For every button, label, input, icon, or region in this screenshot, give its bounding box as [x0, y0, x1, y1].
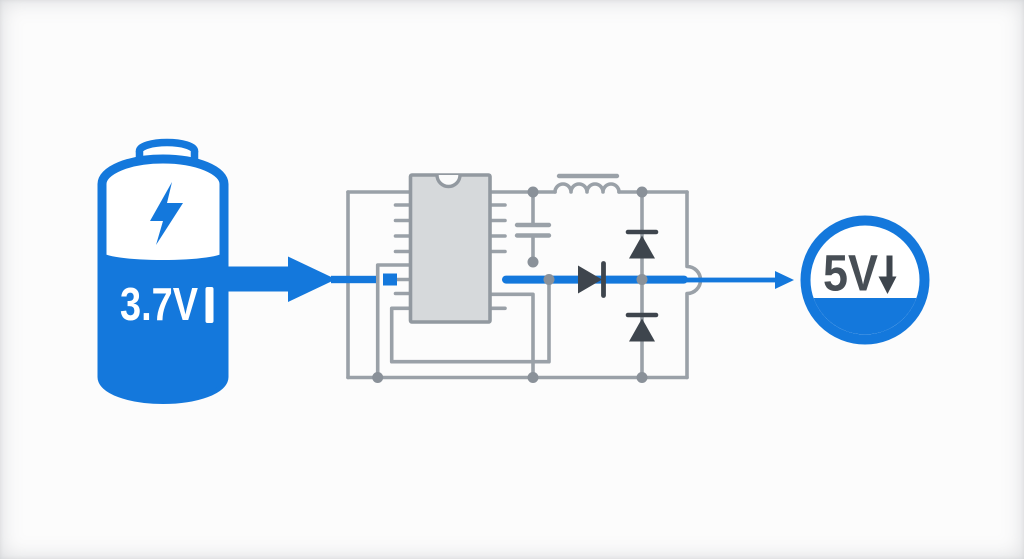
inductor-coil [553, 182, 621, 194]
junction-dot [636, 186, 648, 198]
output-wire-thin [687, 277, 777, 283]
diodes [578, 229, 659, 342]
ic-chip-notch [435, 174, 462, 189]
power-flow: 3.7V [97, 138, 794, 404]
shunt-diode-upper-triangle [629, 235, 655, 259]
junction-dot [527, 372, 539, 383]
output-arrow-head [775, 271, 794, 289]
battery-icon: 3.7V [97, 138, 229, 404]
input-arrow-head [288, 256, 336, 302]
battery-highlight-bar [205, 287, 214, 323]
down-arrow-head [878, 276, 897, 294]
inductor-icon [553, 173, 621, 194]
down-arrow-icon [878, 255, 897, 294]
output-badge-level-fill [813, 298, 917, 335]
input-arrow-shaft [221, 266, 288, 292]
battery-voltage-label: 3.7V [120, 278, 198, 330]
wire-feedback-left [375, 263, 413, 380]
junction-dots [372, 186, 648, 383]
input-pin-block [383, 273, 397, 286]
ic-chip-body [408, 173, 492, 324]
wire-right-vertical-hop [685, 190, 703, 380]
junction-dot [636, 274, 648, 285]
output-badge: 5V [800, 215, 930, 345]
output-voltage-label: 5V [823, 245, 878, 302]
shunt-diode-lower-triangle [629, 318, 655, 342]
shunt-diode-lower-icon [625, 312, 659, 342]
capacitor-icon [514, 190, 552, 263]
down-arrow-stem [886, 255, 893, 279]
wire-feedback-right [488, 292, 535, 380]
ic-chip [408, 173, 492, 324]
junction-dot [527, 256, 539, 268]
series-diode-triangle [578, 265, 602, 294]
battery-charge-fill [102, 251, 224, 400]
junction-dot [527, 186, 539, 198]
shunt-diode-upper-icon [625, 229, 659, 259]
series-diode-icon [578, 261, 606, 298]
lightning-bolt-icon [150, 182, 183, 245]
input-arrow-icon [221, 256, 397, 302]
junction-dot [543, 274, 555, 285]
wire-feedback-loop [389, 279, 551, 364]
input-wire [331, 275, 376, 284]
junction-dot [372, 372, 384, 383]
junction-dot [636, 372, 648, 383]
ic-pins [393, 203, 507, 311]
